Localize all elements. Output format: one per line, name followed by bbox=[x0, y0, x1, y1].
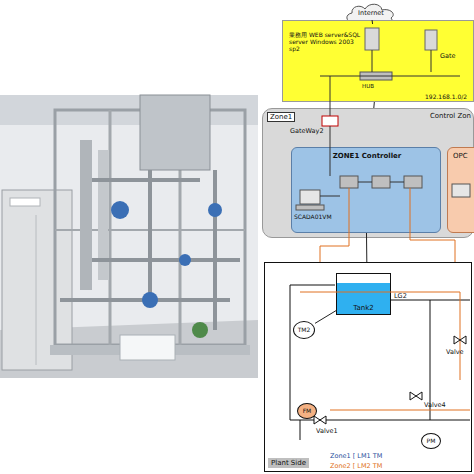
part-label: SCADA01VM bbox=[294, 213, 332, 221]
node-text: 業務用 WEB server&SQL server Windows 2003 s… bbox=[289, 31, 361, 52]
photo-column bbox=[80, 140, 92, 290]
node-text: FM bbox=[298, 407, 316, 415]
zone-band: 業務用 WEB server&SQL server Windows 2003 s… bbox=[282, 20, 474, 102]
hub-icon bbox=[360, 72, 392, 80]
node-text: Tank2 bbox=[337, 304, 390, 312]
node-text: TM2 bbox=[294, 326, 314, 334]
connector-line bbox=[373, 102, 375, 108]
sensor-circle: TM2 bbox=[293, 321, 315, 339]
tank-box: Tank2 bbox=[336, 273, 391, 315]
part-label: LG2 bbox=[394, 292, 407, 300]
part-label: HUB bbox=[362, 82, 374, 90]
signal-wire bbox=[320, 188, 455, 262]
photo-sensor bbox=[111, 201, 129, 219]
valve-symbol bbox=[454, 336, 466, 344]
controller-box: ZONE1 Controller bbox=[291, 147, 441, 233]
node-text: PM bbox=[422, 437, 440, 445]
node-text: OPC bbox=[453, 152, 468, 160]
node-text: Zone1 bbox=[267, 112, 295, 122]
photo-pipes bbox=[60, 170, 240, 330]
connector-line bbox=[372, 20, 374, 24]
photo-base bbox=[50, 345, 250, 355]
photo-floor bbox=[0, 320, 258, 378]
network-line bbox=[320, 126, 404, 196]
photo-room bbox=[0, 95, 258, 378]
part-label: GateWay2 bbox=[290, 127, 324, 135]
photo-cabinet bbox=[2, 190, 72, 370]
node-text: Internet bbox=[343, 9, 399, 17]
part-label: Valve1 bbox=[316, 427, 338, 435]
valve-symbol bbox=[410, 392, 422, 400]
photo-frame bbox=[55, 110, 245, 345]
signal-wire bbox=[300, 292, 470, 410]
photo-frame-post bbox=[109, 110, 112, 345]
controller-icon bbox=[340, 176, 358, 188]
photo-sensor bbox=[179, 254, 191, 266]
computer-icon bbox=[452, 184, 470, 197]
controller-box: OPC bbox=[447, 147, 474, 233]
plant-photo bbox=[0, 95, 258, 378]
part-label: Valve bbox=[446, 348, 464, 356]
photo-frame-post bbox=[179, 170, 182, 345]
photo-cabinet-plate bbox=[10, 198, 40, 206]
photo-top-tank bbox=[140, 95, 210, 170]
photo-column bbox=[98, 150, 108, 280]
plant-piping bbox=[290, 188, 470, 440]
photo-sensor bbox=[142, 292, 158, 308]
connector-line bbox=[366, 233, 367, 262]
node-text: Control Zon bbox=[430, 112, 471, 120]
part-label: 192.168.1.0/2 bbox=[425, 93, 467, 101]
server-icon bbox=[425, 30, 437, 50]
network-line bbox=[320, 50, 460, 116]
sensor-circle: PM bbox=[421, 433, 441, 449]
photo-basin bbox=[120, 335, 175, 360]
sensor-circle: FM bbox=[297, 403, 317, 419]
photo-wall bbox=[0, 95, 258, 125]
controller-icon bbox=[404, 176, 422, 188]
photo-sensor bbox=[208, 203, 222, 217]
node-text: ZONE1 Controller bbox=[292, 152, 442, 160]
computer-icon bbox=[300, 190, 320, 204]
photo-cabinet-seam bbox=[36, 215, 37, 365]
gateway-icon bbox=[322, 116, 338, 126]
valve-symbol bbox=[314, 416, 326, 424]
computer-icon bbox=[296, 205, 324, 210]
network-icons bbox=[296, 28, 470, 210]
part-label: Valve4 bbox=[424, 401, 446, 409]
pipe-line bbox=[290, 285, 470, 440]
server-icon bbox=[365, 28, 379, 50]
part-label: Gate bbox=[440, 52, 456, 60]
controller-icon bbox=[372, 176, 390, 188]
plant-frame: Plant Side Tank2TM2FM PM bbox=[264, 262, 472, 472]
connector-line bbox=[315, 311, 336, 324]
photo-pump bbox=[192, 322, 208, 338]
part-label: Zone1 [ LM1 TM bbox=[330, 452, 382, 460]
part-label: Zone2 [ LM2 TM bbox=[330, 462, 382, 470]
node-text: Plant Side bbox=[268, 458, 309, 468]
photo-frame-bar bbox=[55, 229, 245, 231]
